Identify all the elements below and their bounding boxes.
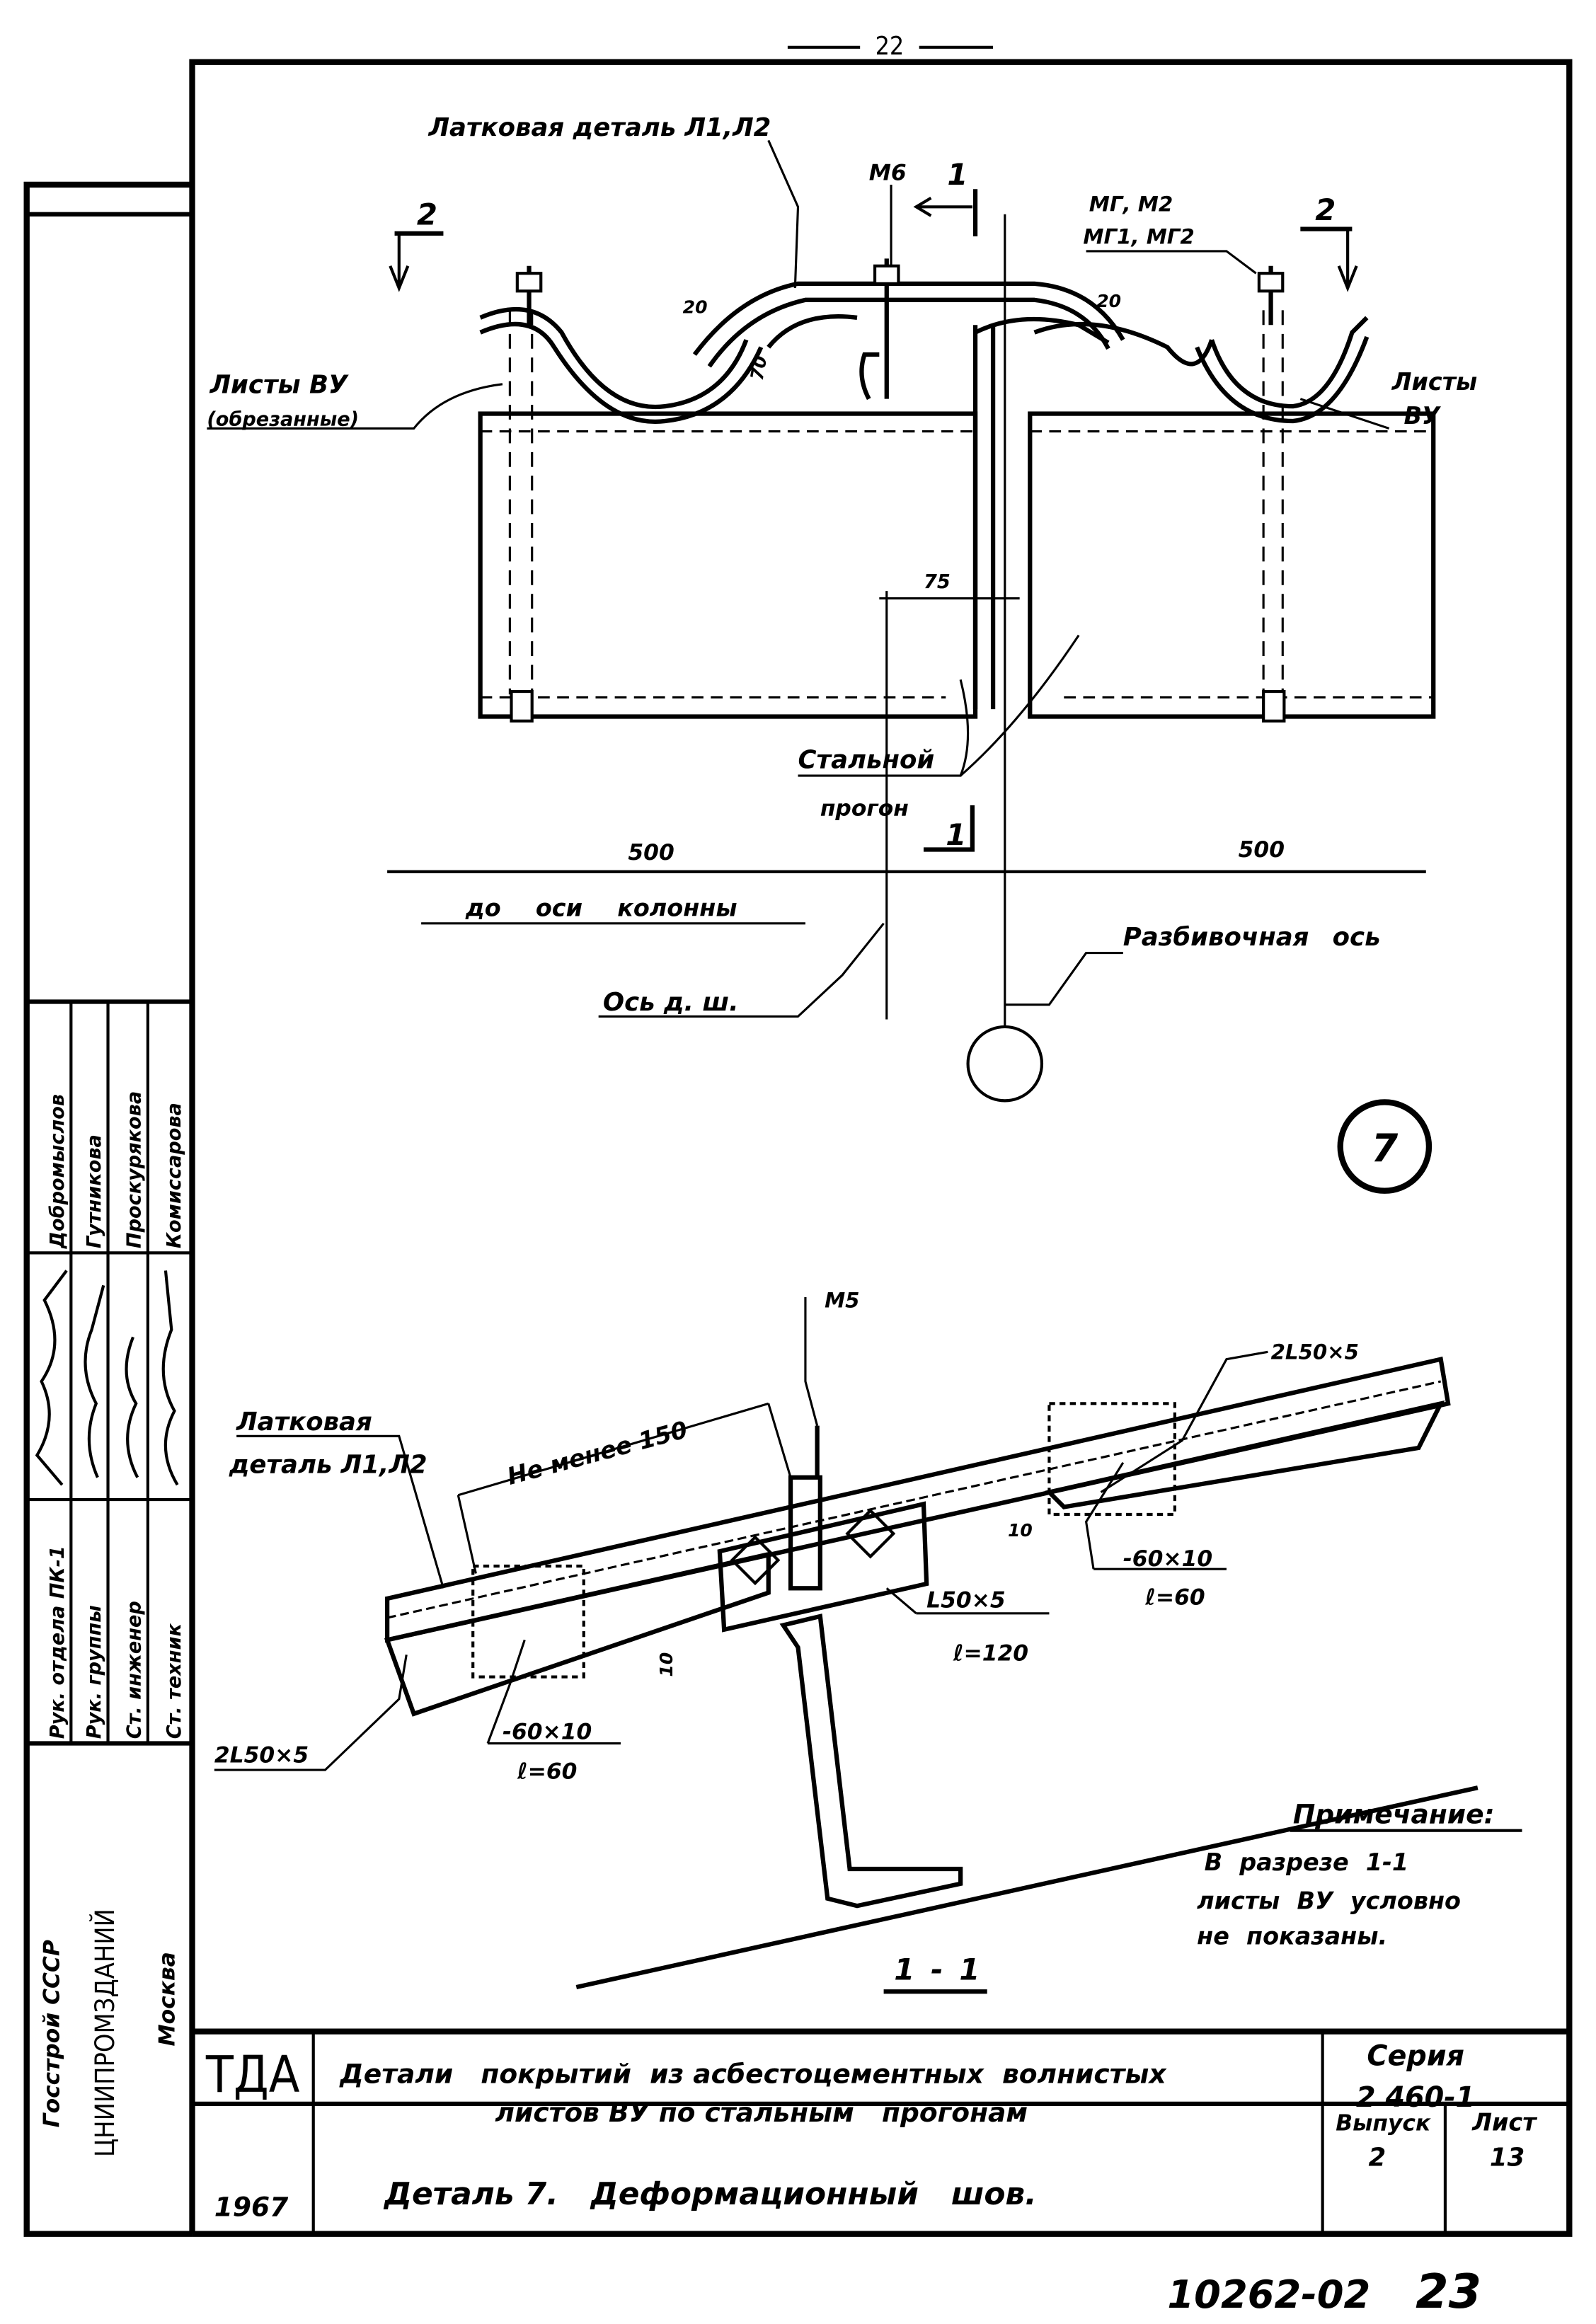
to-column-axis-label: до оси колонны xyxy=(465,894,737,921)
purlin-label-2: прогон xyxy=(820,795,909,821)
joint-plan-view: 7 Латковая деталь Л1,Л2 М6 1 МГ, М2 МГ1,… xyxy=(207,113,1477,1194)
sheet-frame xyxy=(189,59,1573,2237)
joint-axis-label: Ось д. ш. xyxy=(603,988,739,1017)
section-mark-1-bottom: 1 xyxy=(946,817,966,852)
page-number: 22 xyxy=(875,32,905,61)
plate-left-size: -60×10 xyxy=(503,1719,592,1744)
dim-500-right: 500 xyxy=(1239,837,1285,863)
series-value: 2 460-1 xyxy=(1356,2081,1475,2114)
issue-value: 2 xyxy=(1369,2144,1387,2173)
section-bolt-label: М5 xyxy=(825,1289,859,1313)
gutter-label-1: Латковая xyxy=(236,1408,372,1437)
sheet-label: Лист xyxy=(1471,2109,1537,2136)
gutter-label-2: деталь Л1,Л2 xyxy=(229,1450,427,1479)
bolt-label: М6 xyxy=(869,161,907,186)
document-page: 23 xyxy=(1416,2264,1481,2319)
sheets-left-note: (обрезанные) xyxy=(207,408,359,430)
note: Примечание: В разрезе 1-1 листы ВУ услов… xyxy=(1197,1798,1522,1950)
note-heading: Примечание: xyxy=(1293,1798,1495,1829)
plate-left-length: ℓ=60 xyxy=(517,1759,578,1785)
org-code: ТДА xyxy=(205,2045,300,2104)
dim-70: 70 xyxy=(747,354,771,381)
subtitle: Деталь 7. Деформационный шов. xyxy=(383,2176,1037,2212)
min-150-label: Не менее 150 xyxy=(504,1415,690,1490)
detail-number: 7 xyxy=(1371,1126,1398,1170)
note-line-2: листы ВУ условно xyxy=(1197,1887,1461,1914)
purlin-label-1: Стальной xyxy=(798,746,935,775)
detail-number-circle xyxy=(1337,1099,1433,1194)
section-mark-1: 1 xyxy=(947,157,968,192)
stamp-name-1: Добромыслов xyxy=(47,1094,69,1249)
dim-75: 75 xyxy=(924,571,951,593)
plate-right-length: ℓ=60 xyxy=(1144,1584,1205,1610)
org-gosstroy: Госстрой СССР xyxy=(40,1940,65,2127)
angle-left-label: 2L50×5 xyxy=(214,1743,309,1768)
stamp-role-4: Ст. техник xyxy=(163,1623,185,1739)
stamp-name-3: Проскурякова xyxy=(123,1091,145,1248)
document-number: 10262-02 xyxy=(1167,2272,1370,2317)
sheets-right-label: Листы xyxy=(1391,368,1477,396)
angle-mid-size: L50×5 xyxy=(926,1587,1006,1613)
stamp-name-4: Комиссарова xyxy=(163,1103,185,1248)
dim-10-left: 10 xyxy=(656,1652,677,1677)
org-institute: ЦНИИПРОМЗДАНИЙ xyxy=(89,1909,120,2157)
fasteners-label-1: МГ, М2 xyxy=(1089,192,1173,217)
note-line-1: В разрезе 1-1 xyxy=(1205,1848,1409,1876)
section-title: 1 - 1 xyxy=(894,1952,980,1987)
stamp-name-2: Гутникова xyxy=(84,1134,105,1248)
stamp-role-3: Ст. инженер xyxy=(123,1601,145,1739)
dim-20-right: 20 xyxy=(1096,291,1121,311)
section-mark-2-right: 2 xyxy=(1315,192,1336,227)
issue-label: Выпуск xyxy=(1336,2111,1431,2136)
title-line-2: листов ВУ по стальным прогонам xyxy=(495,2097,1028,2128)
stamp-role-1: Рук. отдела ПК-1 xyxy=(47,1546,69,1739)
dim-20-left: 20 xyxy=(683,297,708,318)
angle-mid-length: ℓ=120 xyxy=(953,1641,1028,1667)
plate-right-size: -60×10 xyxy=(1123,1546,1212,1572)
series-label: Серия xyxy=(1367,2040,1464,2073)
title-block: ТДА Детали покрытий из асбестоцементных … xyxy=(205,2040,1537,2223)
org-city: Москва xyxy=(154,1952,180,2046)
dim-500-left: 500 xyxy=(628,840,674,865)
dim-10-right: 10 xyxy=(1008,1520,1033,1541)
signatures xyxy=(35,1270,179,1486)
section-mark-2-left: 2 xyxy=(417,197,437,231)
column-axis-marker xyxy=(966,1025,1044,1103)
section-1-1-view: М5 2L50×5 Латковая деталь Л1,Л2 Не менее… xyxy=(214,1289,1479,1994)
note-line-3: не показаны. xyxy=(1197,1922,1387,1950)
stamp-role-2: Рук. группы xyxy=(84,1605,105,1739)
sheets-left-label: Листы ВУ xyxy=(209,370,349,399)
gutter-part-label: Латковая деталь Л1,Л2 xyxy=(428,113,771,142)
sheet-value: 13 xyxy=(1490,2144,1525,2173)
title-line-1: Детали покрытий из асбестоцементных волн… xyxy=(339,2059,1167,2090)
year: 1967 xyxy=(214,2192,289,2223)
fasteners-label-2: МГ1, МГ2 xyxy=(1083,224,1194,248)
approval-stamp: Рук. отдела ПК-1 Рук. группы Ст. инженер… xyxy=(23,181,193,2237)
angle-top-right-label: 2L50×5 xyxy=(1271,1340,1359,1364)
layout-axis-label: Разбивочная ось xyxy=(1123,923,1381,952)
sheets-right-note: ВУ xyxy=(1403,402,1441,430)
